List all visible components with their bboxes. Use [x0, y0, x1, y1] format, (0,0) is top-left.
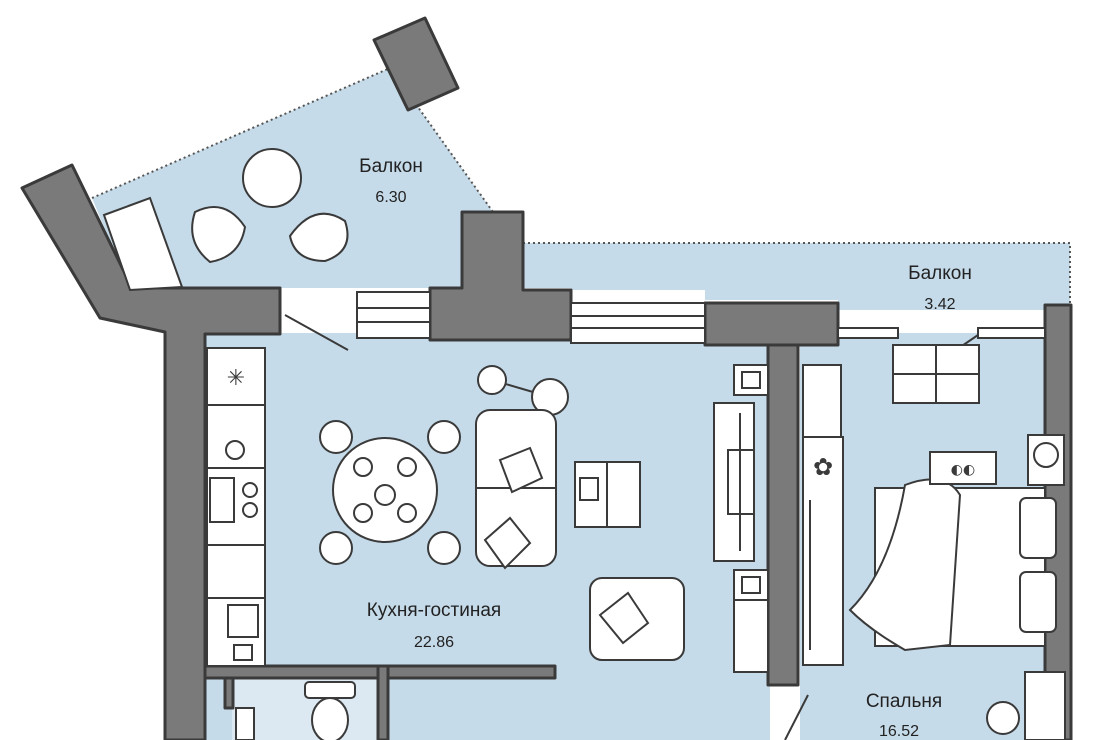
balcony-small-name: Балкон [908, 263, 972, 284]
dining-chair [319, 420, 353, 454]
wall-top-middle [703, 301, 840, 347]
balcony-table [242, 148, 302, 208]
room-labels: Балкон 6.30 Балкон 3.42 Кухня-гостиная 2… [359, 156, 972, 740]
sofa [475, 409, 557, 570]
sink-icon [227, 604, 259, 638]
bathroom-shelf [235, 707, 255, 740]
window-1 [356, 291, 431, 339]
floor-lamp [477, 365, 569, 416]
balcony-large-area: 6.30 [375, 189, 406, 206]
balcony-bench [102, 196, 184, 292]
dining-set [319, 420, 461, 565]
wardrobe: ✿ [802, 436, 844, 666]
dining-chair [427, 420, 461, 454]
rug [929, 451, 997, 485]
wall-top-corner-block [372, 16, 460, 112]
bedroom-area: 16.52 [879, 723, 919, 740]
balcony-chair-right [288, 212, 349, 263]
kitchen-living-name: Кухня-гостиная [367, 600, 501, 621]
toilet-icon [304, 681, 356, 699]
stove-icon [209, 477, 235, 523]
snowflake-icon: ✳ [227, 366, 245, 391]
shelves-living [733, 364, 842, 673]
dining-table [332, 437, 438, 543]
wall-bathroom-right [376, 664, 390, 740]
slippers-icon: ◐◐ [951, 462, 975, 478]
windows [284, 291, 1046, 379]
bedroom-door [784, 694, 809, 740]
faucet-icon [225, 440, 245, 460]
window-3 [837, 327, 899, 339]
balcony-small-area: 3.42 [924, 296, 955, 313]
plant-icon: ✿ [813, 453, 833, 481]
bed [848, 478, 1057, 652]
plant-pot [986, 701, 1020, 735]
bathroom [235, 681, 356, 740]
balcony-chair-left [191, 206, 247, 264]
wall-left-diagonal [20, 163, 282, 740]
dresser [1024, 671, 1066, 740]
dining-chair [319, 531, 353, 565]
wall-bathroom-left [223, 676, 235, 710]
dining-chair [427, 531, 461, 565]
balcony-small-furniture [892, 344, 980, 404]
bedroom-name: Спальня [866, 691, 942, 712]
armchair [589, 577, 685, 661]
fan-icon [1033, 442, 1059, 468]
cushion [498, 446, 544, 494]
balcony-small-railing [523, 242, 1071, 310]
wall-partition [766, 343, 800, 687]
kitchen-living-area: 22.86 [414, 634, 454, 651]
balcony-large-name: Балкон [359, 156, 423, 177]
balcony-small-floor [493, 243, 1070, 310]
coffee-table [574, 461, 641, 528]
window-4 [977, 327, 1046, 339]
cushion [483, 516, 532, 570]
kitchen-unit: ✳ [206, 347, 266, 667]
door-swing-left [284, 314, 349, 351]
bedroom-decor: ◐◐ [784, 434, 1066, 740]
window-2 [570, 302, 706, 344]
balcony-large-furniture [102, 148, 349, 292]
tv-stand [713, 402, 755, 562]
